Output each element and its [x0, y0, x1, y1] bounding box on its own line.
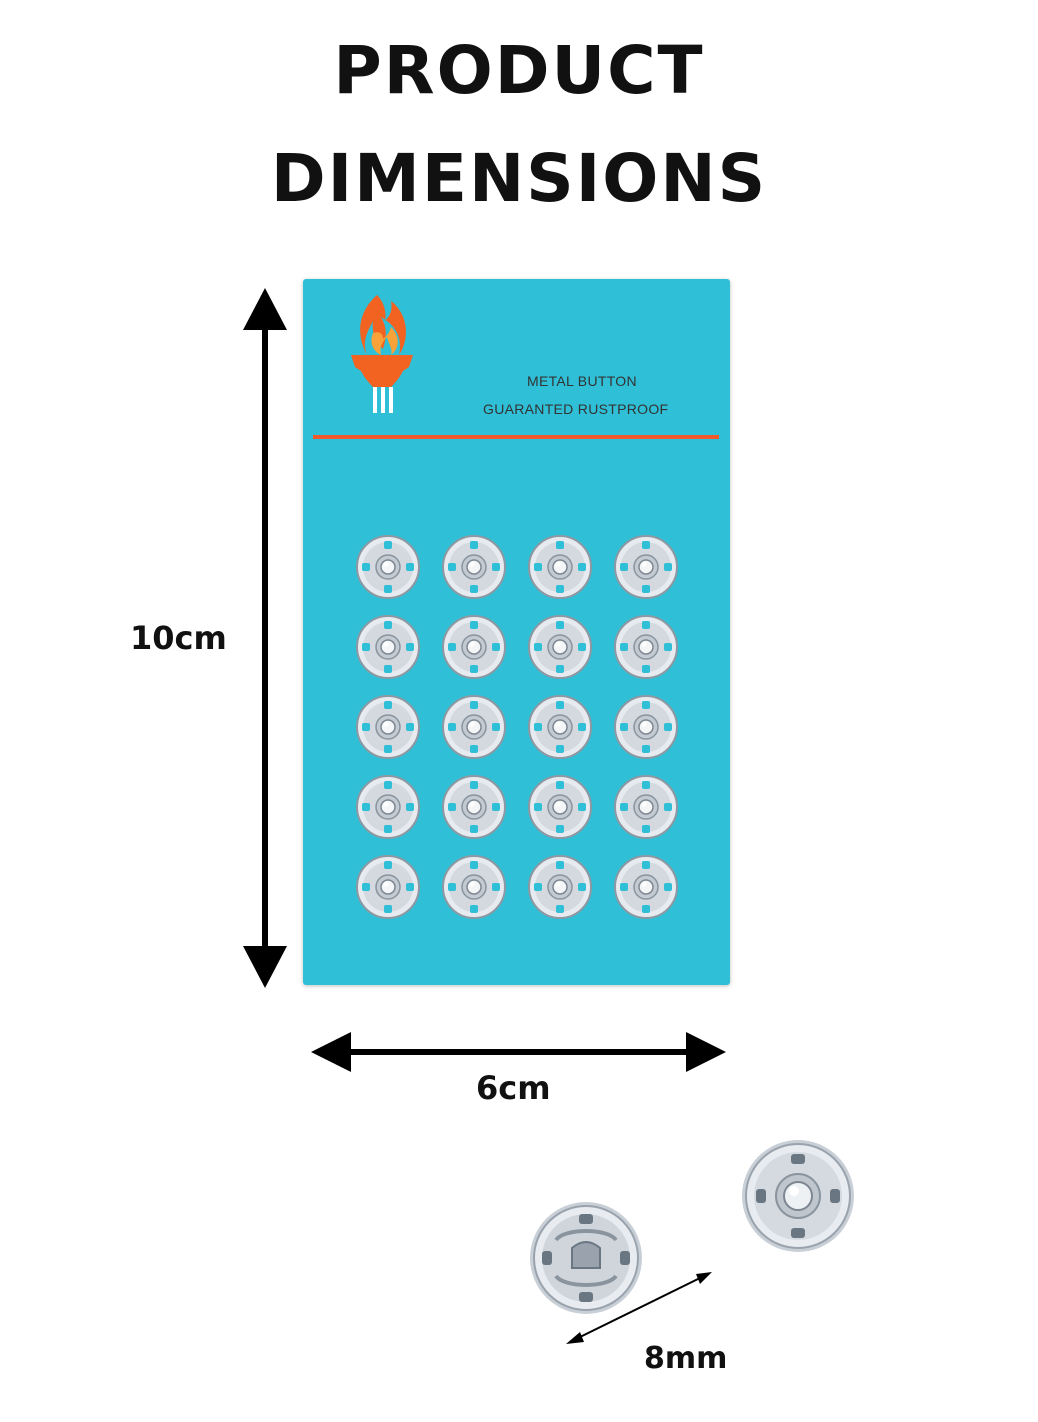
diameter-label: 8mm — [644, 1341, 728, 1376]
title-line-1: PRODUCT — [333, 32, 705, 109]
snap-button — [528, 775, 592, 839]
snap-button — [528, 535, 592, 599]
torch-logo — [351, 295, 413, 413]
snap-button — [614, 775, 678, 839]
snap-button — [356, 615, 420, 679]
snap-button — [614, 615, 678, 679]
card-text-line-1: METAL BUTTON — [527, 373, 637, 389]
loose-snap-buttons — [530, 1140, 854, 1344]
snap-button — [614, 695, 678, 759]
snap-button-card: METAL BUTTON GUARANTED RUSTPROOF — [303, 279, 730, 985]
snap-button — [528, 855, 592, 919]
height-label: 10cm — [130, 619, 227, 657]
snap-button — [356, 775, 420, 839]
snap-button — [442, 695, 506, 759]
snap-button — [528, 695, 592, 759]
snap-button — [442, 615, 506, 679]
snap-grid — [356, 535, 678, 919]
card-text-line-2: GUARANTED RUSTPROOF — [483, 401, 669, 417]
snap-button — [442, 535, 506, 599]
snap-button-male — [742, 1140, 854, 1252]
snap-button — [356, 535, 420, 599]
title-line-2: DIMENSIONS — [270, 140, 768, 217]
snap-button — [356, 855, 420, 919]
snap-button — [356, 695, 420, 759]
snap-button — [614, 535, 678, 599]
width-label: 6cm — [476, 1069, 551, 1107]
width-arrow — [311, 1032, 726, 1072]
snap-button-female — [530, 1202, 642, 1314]
snap-button — [614, 855, 678, 919]
snap-button — [442, 775, 506, 839]
height-arrow — [243, 288, 287, 988]
snap-button — [528, 615, 592, 679]
snap-button — [442, 855, 506, 919]
diameter-arrow — [566, 1272, 712, 1344]
orange-stripe — [313, 435, 719, 439]
